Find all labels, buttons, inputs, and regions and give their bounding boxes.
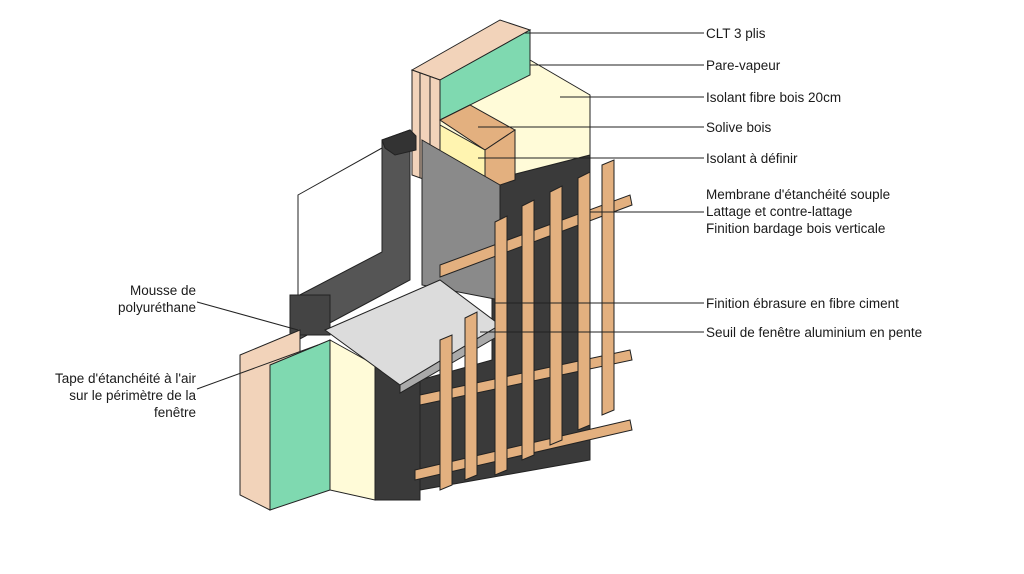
vertical-slat [464,311,478,481]
vertical-slat [494,215,508,476]
label-membrane: Membrane d'étanchéité souple [706,187,891,202]
vertical-slat [521,199,535,461]
label-cladding-group: Membrane d'étanchéité souple Lattage et … [706,186,890,237]
vertical-slat [549,185,563,446]
vertical-slat [439,334,453,491]
label-air-tape: Tape d'étanchéité à l'air sur le périmèt… [55,370,196,421]
label-reveal: Finition ébrasure en fibre ciment [706,296,899,311]
vertical-slat [601,159,615,416]
vertical-slat [577,171,591,431]
label-sill: Seuil de fenêtre aluminium en pente [706,325,923,340]
label-foam-line: polyuréthane [117,300,196,315]
label-wood-fibre-insulation: Isolant fibre bois 20cm [706,90,842,105]
label-joist: Solive bois [706,120,772,135]
label-insulation-to-define: Isolant à définir [706,151,798,166]
label-cladding: Finition bardage bois verticale [706,221,886,236]
label-air-tape-line: Tape d'étanchéité à l'air [55,371,196,386]
label-air-tape-line: sur le périmètre de la [69,388,196,403]
label-clt: CLT 3 plis [706,26,766,41]
vapour-barrier-green [439,29,531,121]
polyurethane-foam [289,294,331,336]
label-battens: Lattage et contre-lattage [706,204,853,219]
insulation-bottom [329,339,376,501]
label-vapour-barrier: Pare-vapeur [706,58,781,73]
label-foam: Mousse de polyuréthane [118,282,196,316]
label-foam-line: Mousse de [129,283,196,298]
label-air-tape-line: fenêtre [153,405,196,420]
